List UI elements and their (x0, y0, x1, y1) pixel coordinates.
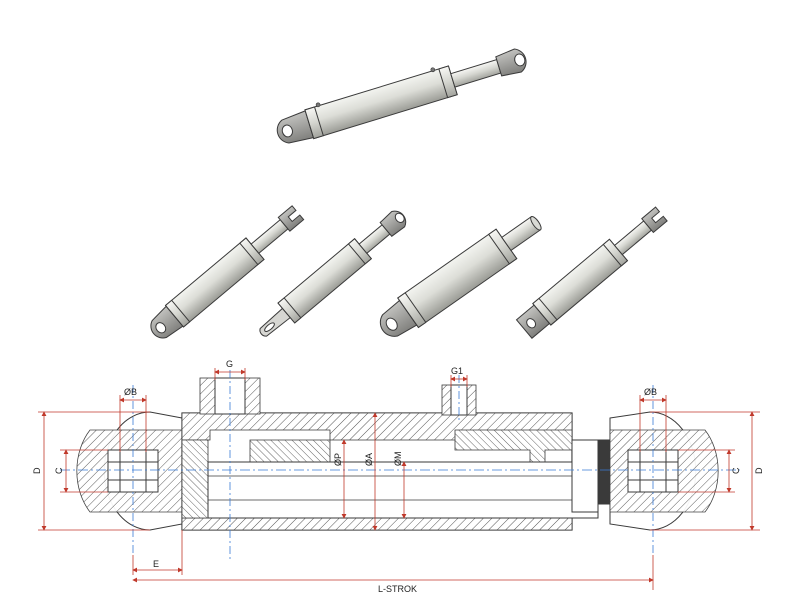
label-d-left: D (32, 467, 42, 474)
label-p: ØP (333, 453, 343, 466)
label-g: G (226, 359, 233, 369)
label-l-strok: L-STROK (378, 584, 417, 594)
label-a: ØA (364, 453, 374, 466)
label-e: E (153, 559, 159, 569)
label-d-right: D (754, 467, 764, 474)
label-g1: G1 (451, 366, 463, 376)
technical-drawing: G G1 ØB ØB D C C D ØP ØA ØM E L-STROK (32, 359, 764, 594)
cylinder-illustration-clevis-clevis (515, 206, 668, 339)
label-c-right: C (731, 467, 741, 474)
label-m: ØM (393, 452, 403, 467)
label-b-right: ØB (644, 387, 657, 397)
label-b-left: ØB (124, 387, 137, 397)
cylinder-illustration-top (276, 48, 527, 144)
cylinder-illustration-flat-tab (259, 210, 407, 337)
cylinder-illustration-clevis-eye (150, 205, 305, 339)
label-c-left: C (54, 467, 64, 474)
cylinder-illustration-threaded-rod (379, 215, 542, 337)
